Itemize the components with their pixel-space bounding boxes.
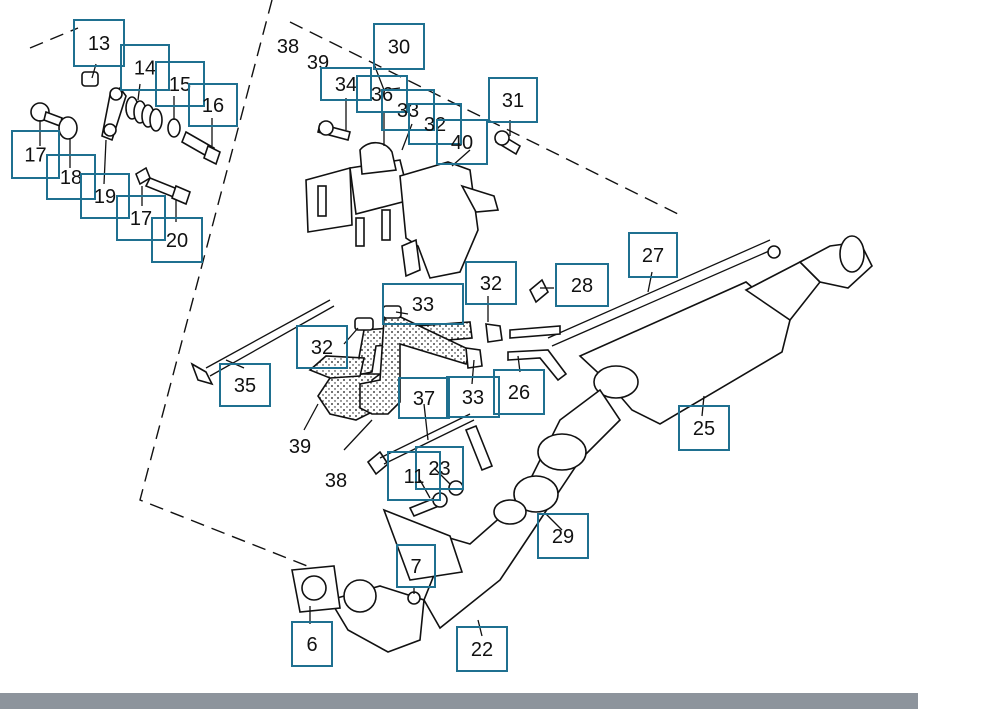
callout-box [465, 261, 517, 305]
callout-25: 25 [678, 405, 730, 451]
callout-box [382, 283, 464, 325]
callout-number: 38 [325, 470, 347, 492]
callout-number: 18 [60, 167, 82, 189]
spring [125, 96, 163, 132]
callout-number: 39 [289, 436, 311, 458]
bottom-bar [0, 693, 918, 709]
callout-number: 19 [94, 186, 116, 208]
callout-number: 30 [388, 37, 410, 59]
callout-box [296, 325, 348, 369]
callout-box [678, 405, 730, 451]
rear-muffler [507, 235, 873, 425]
callout-40: 40 [436, 119, 488, 165]
callout-number: 34 [335, 74, 357, 96]
callout-number: 28 [571, 275, 593, 297]
callout-number: 40 [451, 132, 473, 154]
callout-18: 18 [46, 154, 96, 200]
callout-number: 22 [471, 639, 493, 661]
callout-number: 29 [552, 526, 574, 548]
callout-number: 33 [412, 294, 434, 316]
callout-box [408, 103, 462, 145]
assembly-boundary [29, 0, 681, 576]
callout-number: 27 [642, 245, 664, 267]
callout-number: 31 [502, 90, 524, 112]
callout-35: 35 [219, 363, 271, 407]
callout-number: 11 [404, 466, 425, 488]
callout-39low: 39 [289, 436, 311, 458]
mount-bracket-assembly [30, 71, 221, 206]
callout-7: 7 [396, 544, 436, 588]
callout-number: 32 [480, 273, 502, 295]
callout-22: 22 [456, 626, 508, 672]
callout-box [387, 451, 441, 501]
callout-number: 25 [693, 418, 715, 440]
callout-30: 30 [373, 23, 425, 70]
pressure-hoses [308, 305, 503, 421]
lambda-sensor [366, 413, 494, 518]
front-pipe [291, 388, 622, 653]
callout-11: 11 [387, 451, 441, 501]
callout-box [188, 83, 238, 127]
callout-box [291, 621, 333, 667]
callout-box [436, 119, 488, 165]
callout-31: 31 [488, 77, 538, 123]
callout-number: 20 [166, 230, 188, 252]
callout-box [219, 363, 271, 407]
callout-38top: 38 [277, 36, 299, 58]
callout-number: 38 [277, 36, 299, 58]
callout-20: 20 [151, 217, 203, 263]
callout-37: 37 [398, 377, 450, 419]
callout-number: 13 [88, 33, 110, 55]
callout-box [628, 232, 678, 278]
callout-26: 26 [493, 369, 545, 415]
callout-box [446, 376, 500, 418]
pressure-sensor-assembly [305, 120, 522, 279]
callout-box [373, 23, 425, 70]
callout-33low: 33 [446, 376, 500, 418]
callout-box [73, 19, 125, 67]
callout-number: 32 [424, 114, 446, 136]
callout-39top: 39 [307, 52, 329, 74]
callout-box [320, 67, 372, 101]
callout-box [46, 154, 96, 200]
callout-number: 14 [134, 58, 156, 80]
callout-32left: 32 [296, 325, 348, 369]
callout-box [396, 544, 436, 588]
callout-32mid: 32 [465, 261, 517, 305]
callout-number: 39 [307, 52, 329, 74]
callout-27: 27 [628, 232, 678, 278]
callout-13: 13 [73, 19, 125, 67]
callout-box [537, 513, 589, 559]
callout-number: 16 [202, 95, 224, 117]
callout-34: 34 [320, 67, 372, 101]
callout-33mid: 33 [382, 283, 464, 325]
callout-38low: 38 [325, 470, 347, 492]
callout-6: 6 [291, 621, 333, 667]
callout-number: 17 [130, 208, 152, 230]
callout-16: 16 [188, 83, 238, 127]
callout-box [456, 626, 508, 672]
callout-28: 28 [555, 263, 609, 307]
callout-number: 37 [413, 388, 435, 410]
callout-14: 14 [120, 44, 170, 91]
callout-number: 17 [24, 145, 46, 167]
callout-box [151, 217, 203, 263]
callout-number: 33 [462, 387, 484, 409]
callout-box [120, 44, 170, 91]
callout-29: 29 [537, 513, 589, 559]
callout-number: 7 [410, 556, 421, 578]
callout-box [555, 263, 609, 307]
callout-box [493, 369, 545, 415]
callout-number: 26 [508, 382, 530, 404]
callout-number: 15 [169, 74, 191, 96]
callout-number: 35 [234, 375, 256, 397]
callout-box [398, 377, 450, 419]
callout-box [488, 77, 538, 123]
callout-number: 32 [311, 337, 333, 359]
callout-number: 6 [306, 634, 317, 656]
